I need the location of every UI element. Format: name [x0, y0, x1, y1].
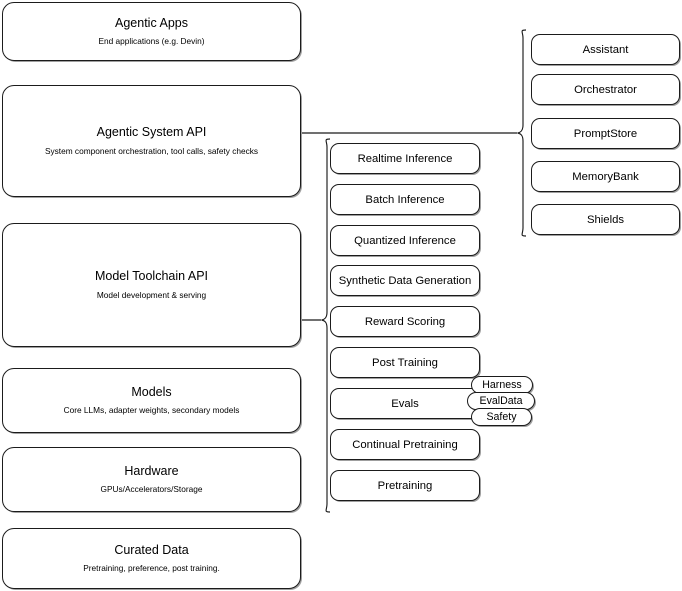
system-component-promptstore[interactable]: PromptStore — [531, 118, 680, 149]
system-component-assistant[interactable]: Assistant — [531, 34, 680, 65]
system-component-label: PromptStore — [573, 127, 638, 140]
layer-title: Curated Data — [114, 542, 189, 557]
eval-pill-label: Harness — [482, 379, 522, 391]
eval-pill-label: Safety — [486, 411, 517, 423]
toolchain-item-label: Pretraining — [377, 479, 433, 492]
layer-subtitle: End applications (e.g. Devin) — [98, 36, 205, 47]
toolchain-capabilities-brace — [321, 138, 331, 513]
layer-subtitle: System component orchestration, tool cal… — [44, 145, 259, 156]
eval-pill-label: EvalData — [479, 395, 523, 407]
layer-box-agentic-system-api[interactable]: Agentic System API System component orch… — [2, 85, 301, 197]
layer-subtitle: GPUs/Accelerators/Storage — [100, 484, 203, 495]
toolchain-item-evals[interactable]: Evals — [330, 388, 480, 419]
toolchain-item-reward-scoring[interactable]: Reward Scoring — [330, 306, 480, 337]
layer-title: Agentic System API — [96, 125, 207, 140]
toolchain-item-label: Post Training — [372, 356, 438, 369]
system-component-label: Shields — [586, 213, 625, 226]
layer-title: Agentic Apps — [115, 15, 188, 30]
toolchain-item-realtime-inference[interactable]: Realtime Inference — [330, 143, 480, 174]
toolchain-item-continual-pretraining[interactable]: Continual Pretraining — [330, 429, 480, 460]
layer-box-curated-data[interactable]: Curated Data Pretraining, preference, po… — [2, 528, 301, 589]
layer-subtitle: Model development & serving — [96, 289, 207, 300]
toolchain-item-label: Synthetic Data Generation — [338, 274, 472, 287]
toolchain-item-label: Continual Pretraining — [352, 438, 458, 451]
layer-box-hardware[interactable]: Hardware GPUs/Accelerators/Storage — [2, 447, 301, 512]
toolchain-item-post-training[interactable]: Post Training — [330, 347, 480, 378]
layer-title: Model Toolchain API — [94, 269, 209, 284]
layer-subtitle: Core LLMs, adapter weights, secondary mo… — [63, 405, 240, 416]
toolchain-item-label: Reward Scoring — [364, 315, 446, 328]
system-component-shields[interactable]: Shields — [531, 204, 680, 235]
system-component-memorybank[interactable]: MemoryBank — [531, 161, 680, 192]
toolchain-item-pretraining[interactable]: Pretraining — [330, 470, 480, 501]
layer-box-models[interactable]: Models Core LLMs, adapter weights, secon… — [2, 368, 301, 433]
system-component-label: Orchestrator — [574, 83, 637, 96]
eval-pill-safety[interactable]: Safety — [471, 408, 532, 426]
layer-box-agentic-apps[interactable]: Agentic Apps End applications (e.g. Devi… — [2, 2, 301, 61]
layer-title: Models — [131, 384, 172, 399]
layer-title: Hardware — [124, 463, 179, 478]
system-component-label: Assistant — [582, 43, 629, 56]
system-component-orchestrator[interactable]: Orchestrator — [531, 74, 680, 105]
toolchain-item-synthetic-data-generation[interactable]: Synthetic Data Generation — [330, 265, 480, 296]
toolchain-item-label: Realtime Inference — [357, 152, 453, 165]
toolchain-item-label: Quantized Inference — [354, 234, 456, 247]
layer-box-model-toolchain-api[interactable]: Model Toolchain API Model development & … — [2, 223, 301, 347]
toolchain-item-quantized-inference[interactable]: Quantized Inference — [330, 225, 480, 256]
toolchain-item-batch-inference[interactable]: Batch Inference — [330, 184, 480, 215]
system-component-label: MemoryBank — [572, 170, 639, 183]
toolchain-item-label: Batch Inference — [365, 193, 445, 206]
toolchain-item-label: Evals — [391, 397, 419, 410]
system-components-brace — [517, 29, 527, 237]
layer-subtitle: Pretraining, preference, post training. — [83, 563, 220, 574]
